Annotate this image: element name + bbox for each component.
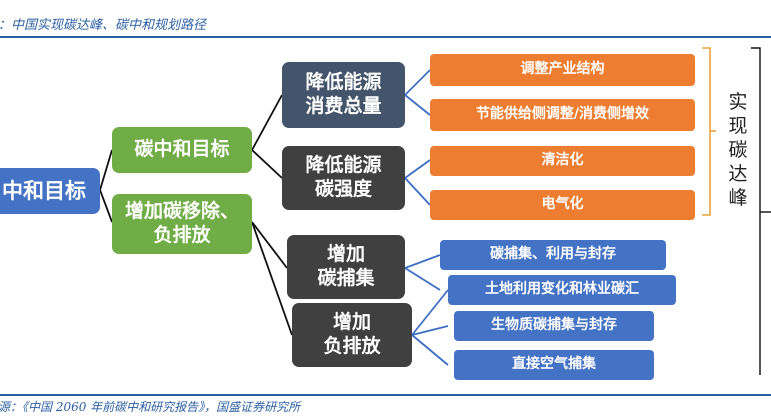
node-increase-carbon-capture: 增加 碳捕集 xyxy=(287,235,405,299)
node-increase-negative-emission: 增加 负排放 xyxy=(292,303,412,367)
node-increase-carbon-capture-line1: 增加 xyxy=(326,243,365,266)
node-reduce-energy-consumption: 降低能源 消费总量 xyxy=(282,62,405,128)
root-node: 中和目标 xyxy=(0,168,100,214)
leaf-ccus: 碳捕集、利用与封存 xyxy=(440,240,666,270)
leaf-adjust-industry-structure-label: 调整产业结构 xyxy=(520,61,605,78)
node-reduce-energy-consumption-line1: 降低能源 xyxy=(305,71,382,94)
branch-carbon-removal-line2: 负排放 xyxy=(153,224,211,246)
branch-carbon-removal: 增加碳移除、 负排放 xyxy=(112,194,252,254)
source-bar: 源：《中国 2060 年前碳中和研究报告》，国盛证券研究所 xyxy=(0,394,771,417)
leaf-clean-label: 清洁化 xyxy=(541,152,584,169)
leaf-electrify: 电气化 xyxy=(430,190,695,220)
leaf-beccs: 生物质碳捕集与封存 xyxy=(454,311,654,341)
source-note: 源：《中国 2060 年前碳中和研究报告》，国盛证券研究所 xyxy=(0,400,301,414)
node-reduce-carbon-intensity: 降低能源 碳强度 xyxy=(282,146,405,210)
leaf-land-use-forestry-label: 土地利用变化和林业碳汇 xyxy=(485,281,639,298)
leaf-electrify-label: 电气化 xyxy=(541,196,584,213)
node-increase-negative-emission-line2: 负排放 xyxy=(323,335,381,357)
node-increase-carbon-capture-line2: 碳捕集 xyxy=(317,267,375,289)
bracket-label-carbon-peak: 实现碳达峰 xyxy=(728,91,748,209)
leaf-beccs-label: 生物质碳捕集与封存 xyxy=(491,317,617,334)
node-increase-negative-emission-line1: 增加 xyxy=(332,311,371,334)
leaf-clean: 清洁化 xyxy=(430,146,695,176)
title-bar: ：中国实现碳达峰、碳中和规划路径 xyxy=(0,0,771,38)
branch-carbon-neutral-goal: 碳中和目标 xyxy=(112,127,252,173)
branch-carbon-neutral-goal-label: 碳中和目标 xyxy=(134,138,230,161)
node-reduce-energy-consumption-line2: 消费总量 xyxy=(305,95,382,117)
leaf-adjust-industry-structure: 调整产业结构 xyxy=(430,54,695,86)
node-reduce-carbon-intensity-line1: 降低能源 xyxy=(305,154,382,177)
leaf-direct-air-capture-label: 直接空气捕集 xyxy=(512,356,596,373)
leaf-direct-air-capture: 直接空气捕集 xyxy=(454,350,654,380)
leaf-energy-saving-label: 节能供给侧调整/消费侧增效 xyxy=(475,106,650,123)
leaf-land-use-forestry: 土地利用变化和林业碳汇 xyxy=(448,275,676,305)
figure-title: ：中国实现碳达峰、碳中和规划路径 xyxy=(0,18,207,33)
node-reduce-carbon-intensity-line2: 碳强度 xyxy=(314,178,372,200)
leaf-energy-saving: 节能供给侧调整/消费侧增效 xyxy=(430,99,695,131)
leaf-ccus-label: 碳捕集、利用与封存 xyxy=(490,246,616,263)
root-label: 中和目标 xyxy=(2,177,86,203)
branch-carbon-removal-line1: 增加碳移除、 xyxy=(124,200,239,223)
